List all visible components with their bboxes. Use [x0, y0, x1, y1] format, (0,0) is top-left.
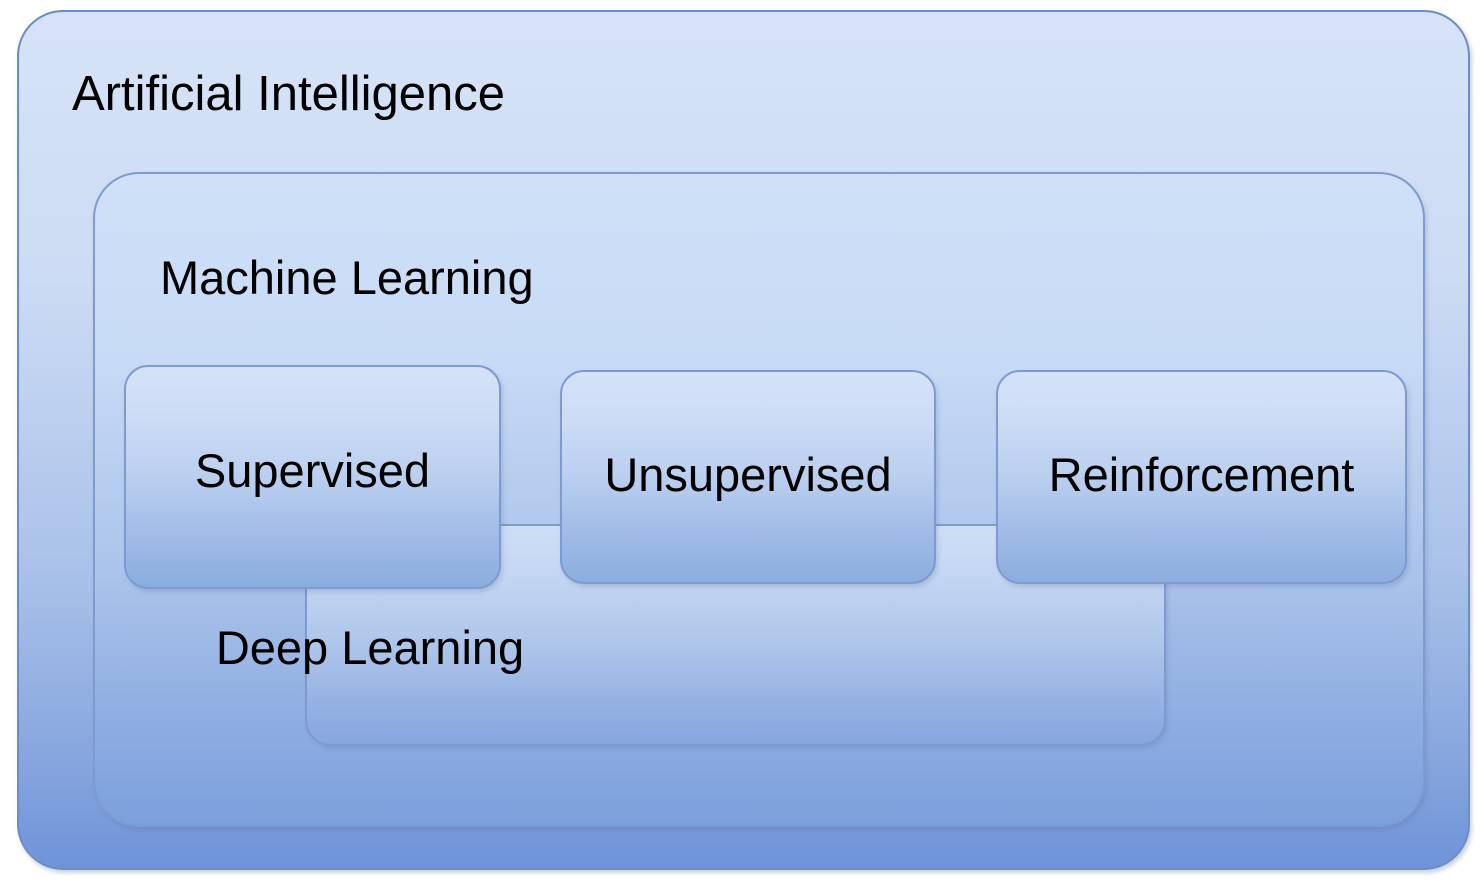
artificial-intelligence-label: Artificial Intelligence: [72, 67, 506, 121]
unsupervised-learning-label: Unsupervised: [604, 448, 892, 501]
unsupervised-learning-box: Unsupervised: [560, 370, 936, 584]
reinforcement-learning-label: Reinforcement: [1048, 448, 1355, 501]
machine-learning-label: Machine Learning: [160, 251, 534, 304]
deep-learning-label: Deep Learning: [215, 621, 525, 674]
supervised-learning-box: Supervised: [124, 365, 501, 589]
supervised-learning-label: Supervised: [194, 444, 431, 497]
reinforcement-learning-box: Reinforcement: [996, 370, 1407, 584]
